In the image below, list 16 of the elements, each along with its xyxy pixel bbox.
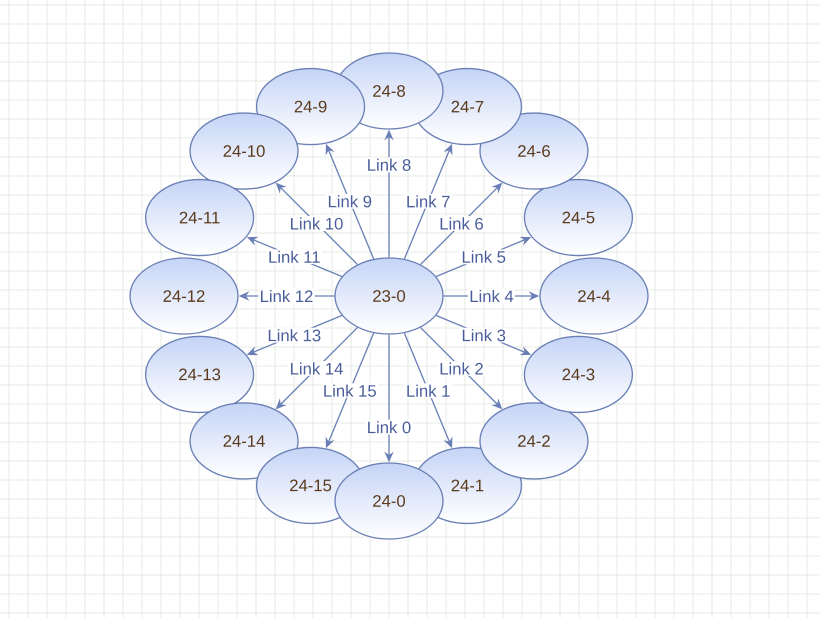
edge-label: Link 11	[266, 249, 322, 264]
edge-label: Link 9	[326, 194, 374, 209]
edge-label: Link 3	[460, 328, 508, 343]
edge-label: Link 0	[365, 420, 413, 435]
edge-label: Link 6	[438, 216, 486, 231]
edge-label: Link 5	[460, 249, 508, 264]
edge-label: Link 2	[438, 361, 486, 376]
edge-label: Link 8	[365, 157, 413, 172]
edge-label: Link 1	[404, 383, 452, 398]
edge-label: Link 4	[468, 288, 516, 304]
edge-label: Link 12	[258, 288, 315, 304]
edge-label: Link 10	[288, 216, 345, 231]
edge-label: Link 7	[404, 194, 452, 209]
edge-label: Link 13	[266, 328, 322, 343]
edge-label: Link 14	[288, 361, 345, 376]
edge-label: Link 15	[322, 383, 378, 398]
